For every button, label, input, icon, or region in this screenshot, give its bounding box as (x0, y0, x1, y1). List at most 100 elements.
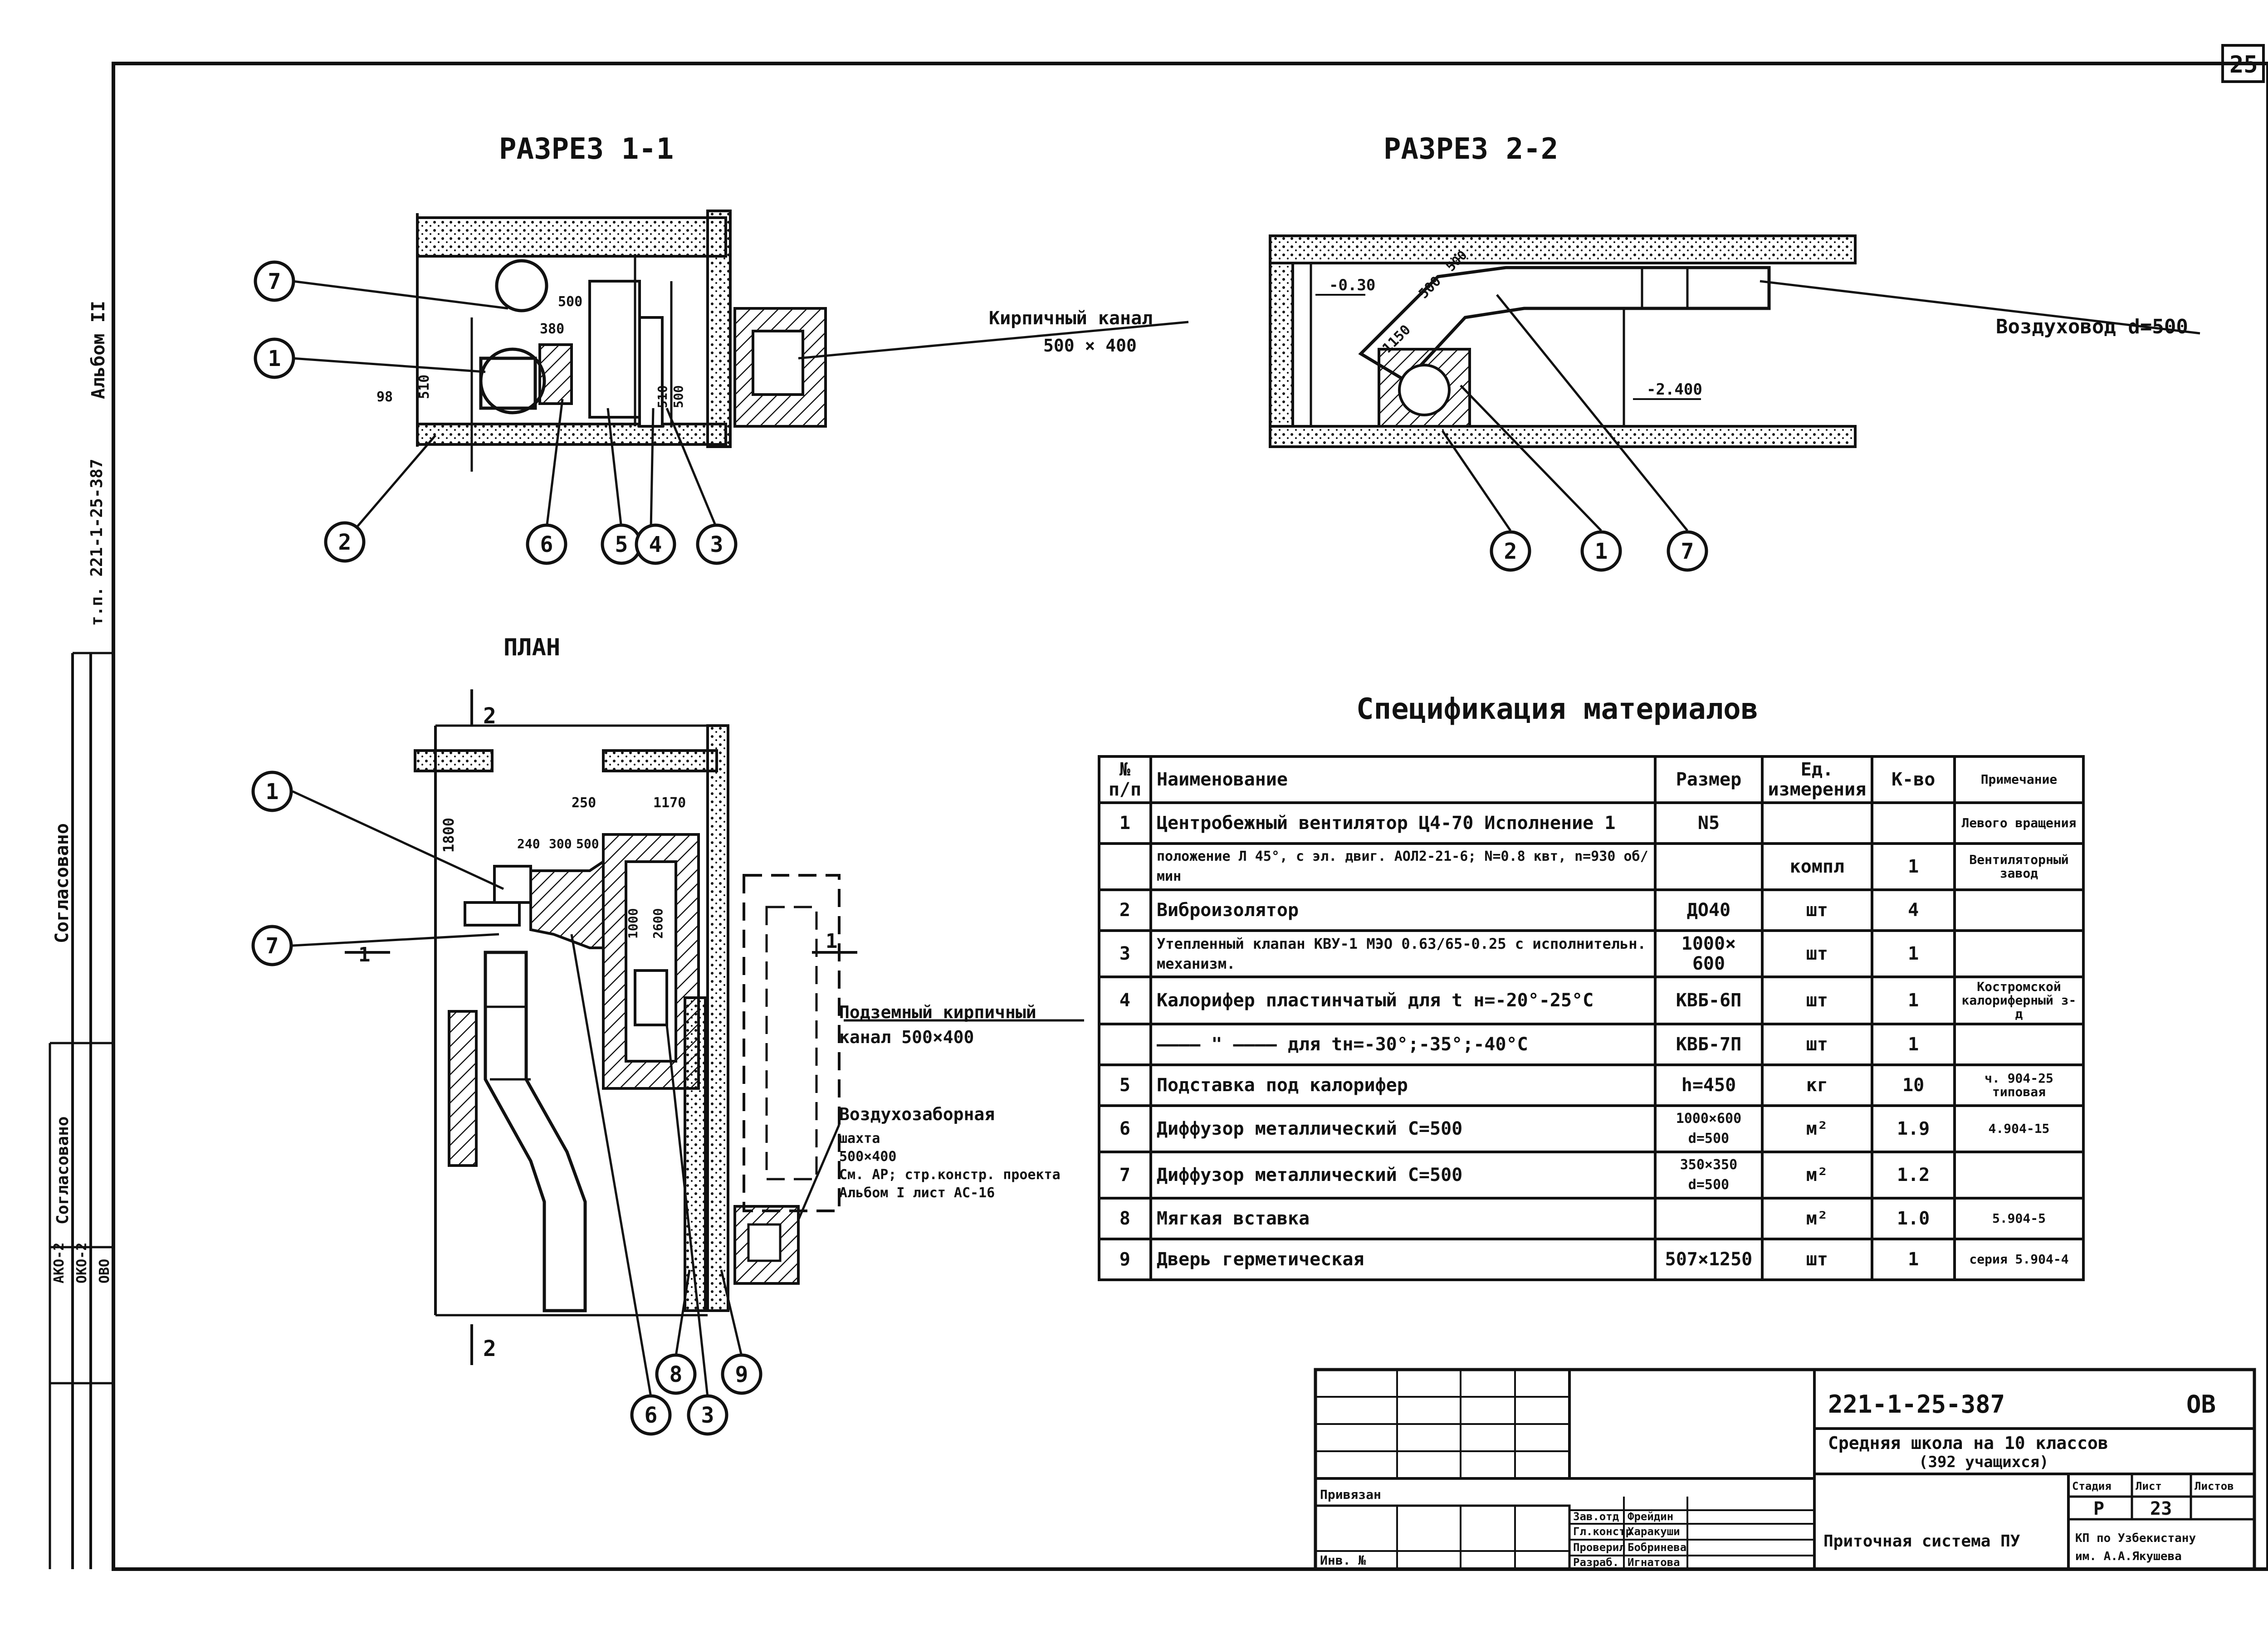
s1-callout-2: 2 (324, 521, 366, 563)
s1-duct-size: 500 × 400 (1043, 336, 1137, 356)
spec-header-name: Наименование (1149, 755, 1657, 804)
s1-dim-2: 380 (540, 321, 564, 337)
plan-axis-bottom: 2 (483, 1336, 496, 1361)
spec-header-size: Размер (1654, 755, 1764, 804)
stamp-1: АКО-2 (51, 1243, 67, 1283)
project-part: ОВ (2186, 1390, 2216, 1419)
sheet-value: 23 (2150, 1498, 2172, 1519)
plan-duct (484, 951, 587, 1312)
sheets-header: Листов (2195, 1480, 2234, 1493)
sheet-number: 25 (2229, 51, 2258, 78)
heater (588, 280, 641, 419)
s1-callout-1: 1 (254, 337, 295, 379)
svg-text:7: 7 (266, 933, 279, 959)
spec-title: Спецификация материалов (1356, 693, 1758, 726)
svg-text:1: 1 (268, 346, 281, 371)
spec-header-unit: Ед. измерения (1760, 755, 1874, 804)
agreed-label: Согласовано (52, 823, 73, 943)
s1-callout-7: 7 (254, 260, 295, 302)
top-slab (416, 216, 727, 258)
stamp-3: ОВО (97, 1259, 112, 1283)
role-2: Гл.констр (1573, 1525, 1632, 1538)
svg-text:7: 7 (268, 269, 281, 294)
plan-dim-250: 250 (572, 795, 596, 811)
s2-level-bottom: -2.400 (1647, 380, 1702, 399)
drawing-name: Приточная система ПУ (1823, 1532, 2020, 1551)
section-2-title: РАЗРЕЗ 2-2 (1383, 132, 1558, 166)
plan-view: ПЛАН 2 2 1 1 1800 (251, 634, 1084, 1436)
s1-callout-5: 5 (601, 523, 642, 565)
building-capacity: (392 учащихся) (1919, 1453, 2049, 1471)
plan-title: ПЛАН (503, 634, 560, 661)
s1-dim-3: 98 (376, 389, 393, 405)
s2-callout-7: 7 (1667, 530, 1708, 572)
plan-callout-3: 3 (687, 1394, 728, 1436)
stage-header: Стадия (2072, 1480, 2112, 1493)
inv-label: Инв. № (1320, 1553, 1366, 1568)
spec-table: № п/п Наименование Размер Ед. измерения … (1098, 755, 2085, 1281)
section-2-2: РАЗРЕЗ 2-2 -0.30 -2.400 1150 500 500 Воз… (1269, 132, 2200, 572)
svg-text:5: 5 (615, 532, 628, 557)
plan-dim-240: 240 (517, 836, 540, 851)
role-3: Проверил (1573, 1541, 1626, 1554)
spec-header-no: № п/п (1098, 755, 1152, 804)
s2-top-slab (1269, 234, 1857, 264)
soft-insert (538, 343, 573, 405)
shaft-label: Воздухозаборная (839, 1104, 995, 1124)
shaft-line-4: Альбом I лист АС-16 (839, 1185, 995, 1201)
svg-text:2: 2 (1504, 539, 1517, 564)
role-1: Зав.отд (1573, 1510, 1619, 1523)
plan-callout-7: 7 (251, 925, 293, 966)
plan-axis-left: 1 (358, 943, 371, 966)
svg-text:4: 4 (649, 532, 662, 557)
role-1-name: Фрейдин (1628, 1510, 1673, 1523)
title-block: Привязан Инв. № Зав.отд Фрейдин Гл.конст… (1314, 1368, 2256, 1571)
section-1-title: РАЗРЕЗ 1-1 (499, 132, 674, 166)
spec-header-qty: К-во (1871, 755, 1956, 804)
s2-callout-2: 2 (1490, 530, 1531, 572)
s1-dim-6: 500 (671, 385, 686, 408)
org-line-2: им. А.А.Якушева (2075, 1550, 2182, 1563)
plan-diffuser (529, 859, 605, 949)
shaft-line-2: 500×400 (839, 1149, 896, 1165)
agreed2-label: Согласовано (54, 1117, 72, 1224)
plan-dim-2600: 2600 (650, 908, 665, 939)
plan-dim-1800: 1800 (440, 818, 457, 853)
svg-text:1: 1 (1595, 539, 1608, 564)
plan-dim-500: 500 (576, 836, 599, 851)
svg-text:2: 2 (338, 530, 352, 555)
sheet-frame: 25 (112, 44, 2268, 1571)
stage-value: Р (2093, 1498, 2104, 1519)
plan-callout-1: 1 (251, 771, 293, 812)
stamp-2: ОКО-2 (74, 1243, 90, 1283)
s1-callout-4: 4 (635, 523, 676, 565)
svg-text:3: 3 (710, 532, 723, 557)
org-line-1: КП по Узбекистану (2075, 1532, 2196, 1545)
plan-heater (634, 969, 668, 1026)
underground-label: Подземный кирпичный (839, 1002, 1036, 1022)
fan-motor (479, 356, 537, 410)
s1-dim-1: 500 (558, 294, 582, 310)
svg-text:6: 6 (540, 532, 553, 557)
role-4: Разраб. (1573, 1556, 1619, 1569)
sheet-header: Лист (2136, 1480, 2162, 1493)
s1-dim-5: 510 (655, 385, 670, 408)
building-name: Средняя школа на 10 классов (1828, 1433, 2108, 1453)
plan-dim-1170: 1170 (653, 795, 686, 811)
svg-text:1: 1 (266, 779, 279, 805)
s2-level-top: -0.30 (1329, 276, 1375, 294)
s2-callout-1: 1 (1580, 530, 1622, 572)
plan-right-wall (706, 724, 729, 1312)
plan-axis-right: 1 (826, 930, 838, 953)
underground-label-2: канал 500×400 (839, 1027, 974, 1047)
s2-duct-label: Воздуховод d=500 (1996, 315, 2188, 338)
plan-axis-top: 2 (483, 703, 496, 729)
svg-text:9: 9 (735, 1362, 748, 1387)
right-wall (706, 210, 732, 448)
